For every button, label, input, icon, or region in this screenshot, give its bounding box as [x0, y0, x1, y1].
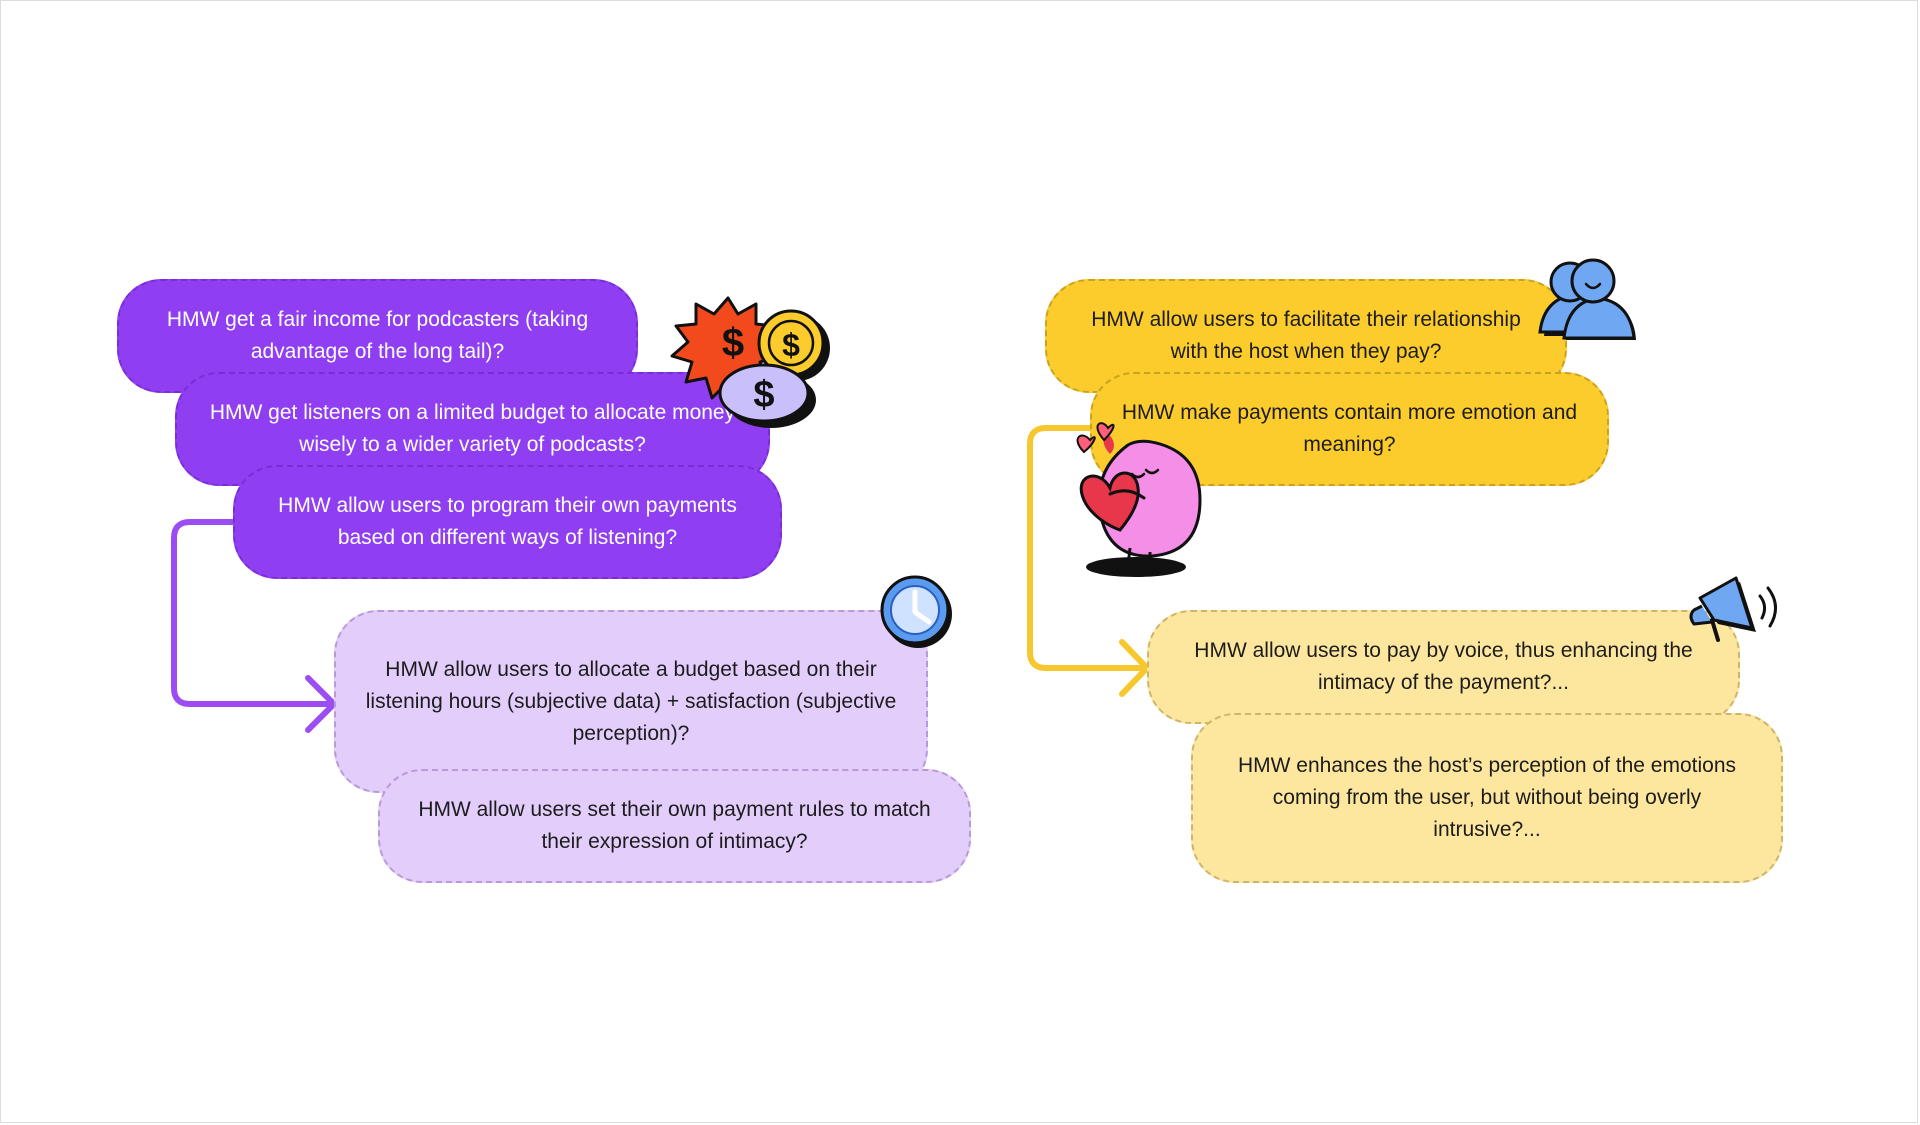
hmw-card-allocate-budget[interactable]: HMW allow users to allocate a budget bas…	[334, 610, 928, 793]
card-text: HMW enhances the host’s perception of th…	[1237, 754, 1737, 841]
purple-connector-arrow	[171, 519, 333, 707]
hmw-card-program-payments[interactable]: HMW allow users to program their own pay…	[233, 465, 782, 579]
card-text: HMW allow users to facilitate their rela…	[1091, 308, 1521, 363]
hmw-card-emotion-meaning[interactable]: HMW make payments contain more emotion a…	[1090, 372, 1609, 486]
card-text: HMW get listeners on a limited budget to…	[209, 401, 736, 456]
card-text: HMW get a fair income for podcasters (ta…	[166, 308, 589, 363]
hmw-card-host-perception[interactable]: HMW enhances the host’s perception of th…	[1191, 713, 1783, 883]
card-text: HMW allow users set their own payment ru…	[418, 798, 931, 853]
hmw-card-pay-by-voice[interactable]: HMW allow users to pay by voice, thus en…	[1147, 610, 1740, 724]
hmw-card-payment-rules[interactable]: HMW allow users set their own payment ru…	[378, 769, 971, 883]
card-text: HMW allow users to pay by voice, thus en…	[1194, 639, 1693, 694]
yellow-connector-arrow	[1027, 425, 1146, 671]
card-text: HMW allow users to allocate a budget bas…	[365, 657, 897, 745]
card-text: HMW allow users to program their own pay…	[278, 494, 737, 549]
card-text: HMW make payments contain more emotion a…	[1121, 401, 1578, 456]
